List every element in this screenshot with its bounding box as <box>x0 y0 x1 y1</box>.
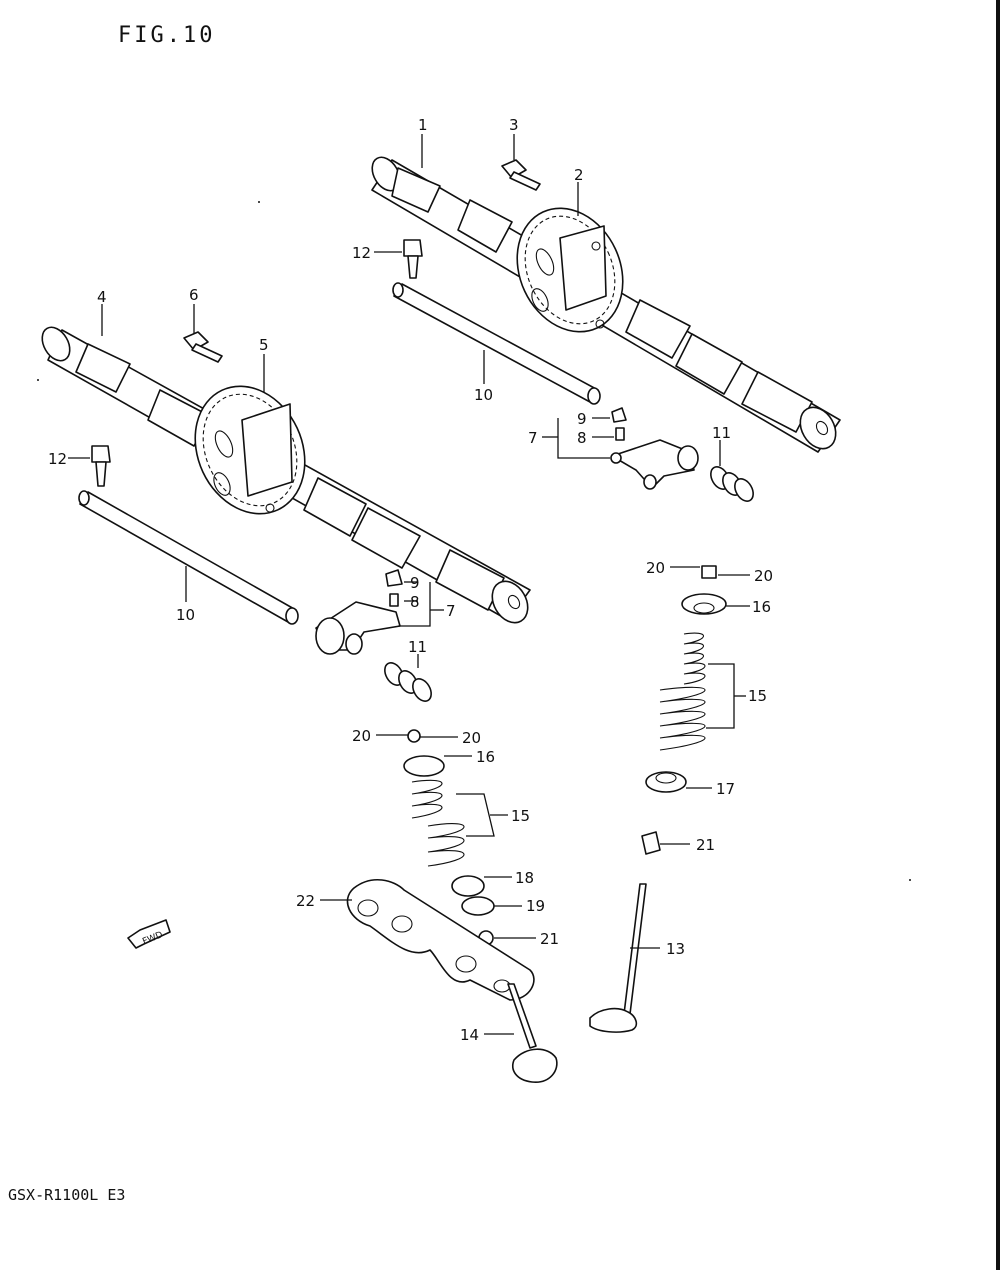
cam-sprocket-lower <box>194 385 306 515</box>
rocker-shaft-bolt-lower <box>91 445 111 487</box>
sprocket-bolt-lower <box>183 331 223 363</box>
callout-6: 6 <box>189 286 199 304</box>
callout-3: 3 <box>509 116 519 134</box>
callout-12-lower: 12 <box>48 450 67 468</box>
rocker-arm-upper <box>610 407 699 490</box>
callout-22: 22 <box>296 892 315 910</box>
forward-direction-arrow: FWD <box>127 919 171 949</box>
callout-18: 18 <box>515 869 534 887</box>
callout-14: 14 <box>460 1026 479 1044</box>
scan-specks <box>37 201 911 881</box>
callout-10-lower: 10 <box>176 606 195 624</box>
callout-21-right: 21 <box>696 836 715 854</box>
valve-stack-left <box>403 729 495 946</box>
callout-9-lower: 9 <box>410 574 420 592</box>
callout-7-upper: 7 <box>528 429 538 447</box>
scan-edge-bar <box>996 0 1000 1270</box>
cam-sprocket-upper <box>516 207 624 333</box>
callout-20-left-b: 20 <box>462 729 481 747</box>
callout-7-lower: 7 <box>446 602 456 620</box>
callout-16-left: 16 <box>476 748 495 766</box>
callout-4: 4 <box>97 288 107 306</box>
callout-20-right-b: 20 <box>754 567 773 585</box>
callout-15-left: 15 <box>511 807 530 825</box>
callout-21-left: 21 <box>540 930 559 948</box>
leader-lines <box>68 134 750 1035</box>
model-label: GSX-R1100L E3 <box>8 1186 125 1204</box>
callout-9-upper: 9 <box>577 410 587 428</box>
callout-15-right: 15 <box>748 687 767 705</box>
callout-19: 19 <box>526 897 545 915</box>
callout-10-upper: 10 <box>474 386 493 404</box>
callout-8-lower: 8 <box>410 593 420 611</box>
rocker-shaft-lower <box>78 490 299 625</box>
callout-2: 2 <box>574 166 584 184</box>
callout-17: 17 <box>716 780 735 798</box>
cylinder-head-plate <box>346 879 558 1083</box>
rocker-shaft-upper <box>392 282 601 405</box>
valve-stack-right <box>589 565 727 1033</box>
callout-12-upper: 12 <box>352 244 371 262</box>
callout-20-right-a: 20 <box>646 559 665 577</box>
callout-5: 5 <box>259 336 269 354</box>
callout-8-upper: 8 <box>577 429 587 447</box>
shim-set-lower <box>384 662 432 702</box>
rocker-arm-lower <box>315 569 403 655</box>
callout-11-lower: 11 <box>408 638 427 656</box>
rocker-shaft-bolt-upper <box>403 239 423 279</box>
shim-set-upper <box>710 466 754 502</box>
sprocket-bolt-upper <box>501 159 541 191</box>
callout-1: 1 <box>418 116 428 134</box>
callout-16-right: 16 <box>752 598 771 616</box>
figure-title: FIG.10 <box>118 23 215 48</box>
callout-labels: 1 2 3 4 5 6 7 7 8 8 9 9 10 10 11 11 12 1… <box>48 116 773 1044</box>
callout-11-upper: 11 <box>712 424 731 442</box>
callout-13: 13 <box>666 940 685 958</box>
callout-20-left-a: 20 <box>352 727 371 745</box>
